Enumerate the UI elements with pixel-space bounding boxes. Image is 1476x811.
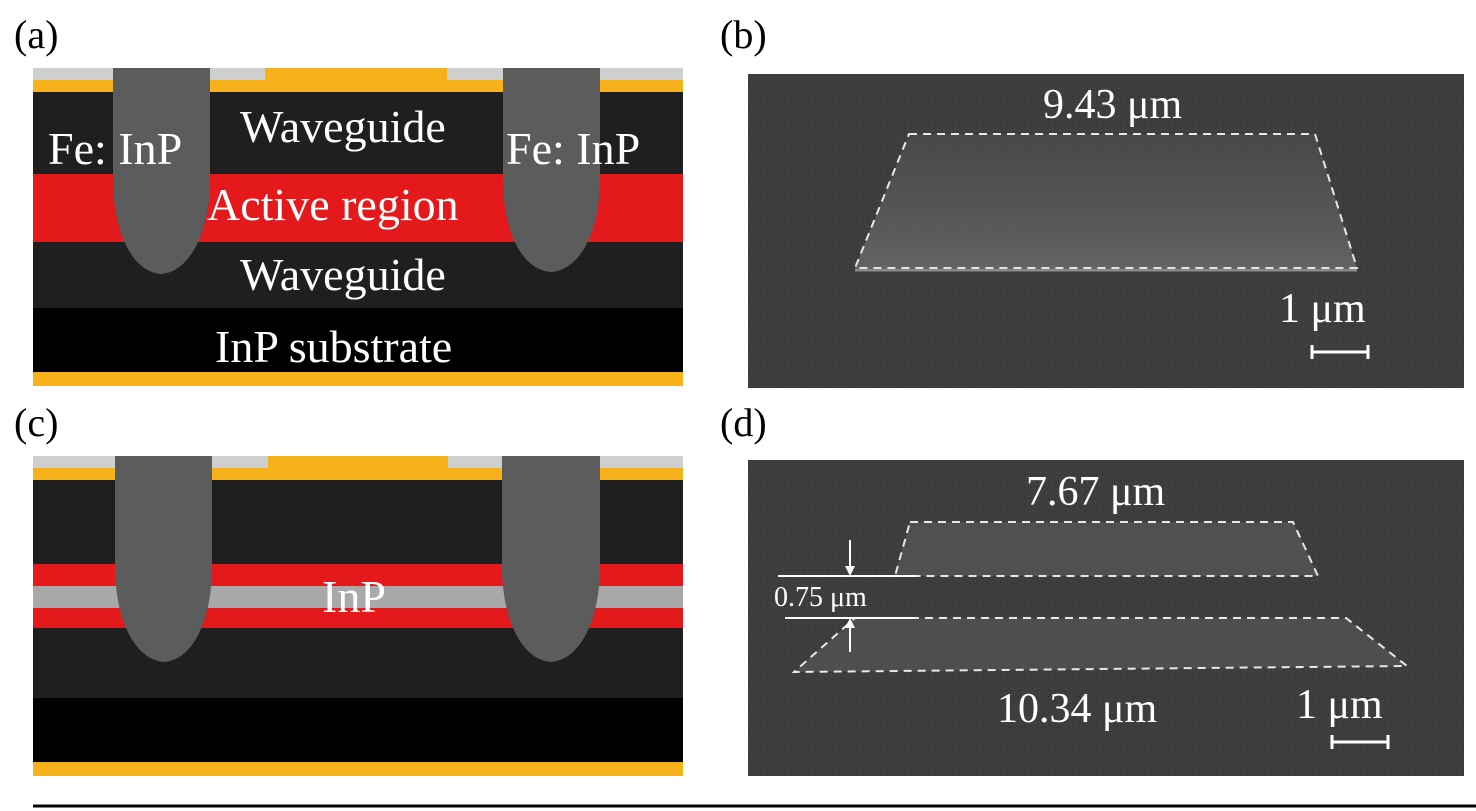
ridge-outline-b — [853, 133, 1359, 269]
substrate-label: InP substrate — [215, 321, 452, 372]
bottom-contact-metal — [33, 372, 683, 386]
substrate-layer — [33, 308, 683, 372]
fe-inp-right-label: Fe: InP — [506, 123, 640, 174]
panel-a-label: (a) — [14, 12, 58, 57]
scale-bar-label-b: 1 μm — [1279, 286, 1366, 332]
waveguide-bottom-label: Waveguide — [240, 249, 446, 300]
panel-d: (d) 7.67 μm 0.75 μm 10.34 μm 1 μm — [720, 400, 1464, 776]
panel-c: (c) InP — [14, 400, 683, 776]
ridge-body-b — [855, 134, 1357, 268]
panel-b-label: (b) — [720, 12, 767, 57]
bottom-width-label-d: 10.34 μm — [997, 686, 1158, 732]
top-width-label-d: 7.67 μm — [1026, 469, 1166, 515]
ridge-lower-outline-d — [791, 617, 1410, 674]
thickness-marker-d — [778, 540, 915, 652]
height-label-d: 0.75 μm — [774, 582, 867, 613]
ridge-upper-body-d — [895, 522, 1318, 576]
top-contact-pad — [265, 68, 447, 80]
waveguide-lower-layer-c — [33, 628, 683, 698]
waveguide-top-label: Waveguide — [240, 101, 446, 152]
panel-b: (b) 9.43 μm 1 μm — [720, 12, 1464, 388]
ridge-width-label-b: 9.43 μm — [1043, 82, 1183, 128]
fe-inp-left-label: Fe: InP — [48, 123, 182, 174]
top-contact-pad-c — [268, 456, 448, 468]
panel-d-label: (d) — [720, 400, 767, 445]
scale-bar-label-d: 1 μm — [1296, 682, 1383, 728]
panel-c-label: (c) — [14, 400, 58, 445]
inp-label-c: InP — [322, 571, 386, 622]
active-region-label: Active region — [207, 179, 459, 230]
scale-bar-b — [1310, 345, 1370, 359]
fe-inp-implant-right-c — [502, 456, 600, 662]
ridge-lower-body-d — [794, 618, 1407, 672]
ridge-upper-outline-d — [893, 521, 1320, 577]
fe-inp-implant-left — [113, 68, 210, 274]
panel-a: (a) Fe: InP Fe: InP Waveguide Active reg… — [14, 12, 683, 386]
bottom-contact-metal-c — [33, 762, 683, 776]
fe-inp-implant-left-c — [115, 456, 212, 662]
fe-inp-implant-right — [503, 68, 600, 272]
substrate-layer-c — [33, 698, 683, 762]
scale-bar-d — [1330, 735, 1390, 749]
